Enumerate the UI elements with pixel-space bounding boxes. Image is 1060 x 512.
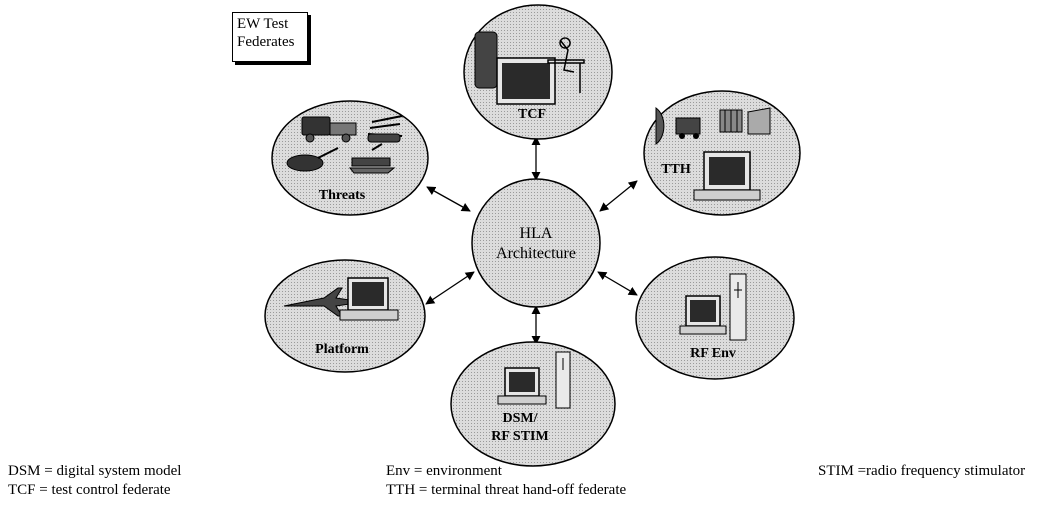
label-platform: Platform — [315, 342, 369, 357]
connectors — [425, 136, 638, 345]
label-dsm-line2: RF STIM — [491, 429, 548, 444]
connector-rfenv — [597, 271, 638, 296]
legend-stim: STIM =radio frequency stimulator — [818, 463, 1026, 479]
legend-col1: DSM = digital system model TCF = test co… — [8, 462, 181, 500]
title-line2: Federates — [237, 34, 295, 50]
node-tcf: TCF — [463, 4, 613, 140]
workstation-icon — [474, 31, 585, 105]
node-tth: TTH — [643, 90, 801, 216]
tth-icon — [655, 107, 771, 201]
label-rf-env: RF Env — [690, 346, 736, 361]
connector-platform — [425, 271, 475, 305]
node-threats: Threats — [271, 100, 429, 216]
node-rf-env: RF Env — [635, 256, 795, 380]
node-platform: Platform — [264, 259, 426, 373]
node-dsm-rfstim: DSM/ RF STIM — [450, 341, 616, 467]
label-dsm-line1: DSM/ — [503, 411, 539, 426]
label-tth: TTH — [661, 162, 691, 177]
legend-tcf: TCF = test control federate — [8, 482, 171, 498]
label-tcf: TCF — [518, 107, 546, 122]
hla-hub: HLA Architecture — [471, 178, 601, 308]
connector-tth — [599, 180, 638, 212]
connector-threats — [426, 186, 471, 212]
threats-icon — [286, 115, 403, 174]
legend-col2: Env = environment TTH = terminal threat … — [386, 462, 626, 500]
title-box: EW Test Federates — [232, 12, 308, 62]
title-line1: EW Test — [237, 16, 289, 32]
aircraft-workstation-icon — [283, 277, 399, 321]
label-threats: Threats — [319, 188, 366, 203]
dsm-workstation-icon — [497, 351, 571, 409]
legend-dsm: DSM = digital system model — [8, 463, 182, 479]
legend-env: Env = environment — [386, 463, 502, 479]
rf-workstation-icon — [679, 273, 747, 341]
legend-col3: STIM =radio frequency stimulator — [818, 462, 1025, 481]
hub-line2: Architecture — [496, 245, 576, 262]
hub-line1: HLA — [520, 225, 553, 242]
legend-tth: TTH = terminal threat hand-off federate — [386, 482, 627, 498]
